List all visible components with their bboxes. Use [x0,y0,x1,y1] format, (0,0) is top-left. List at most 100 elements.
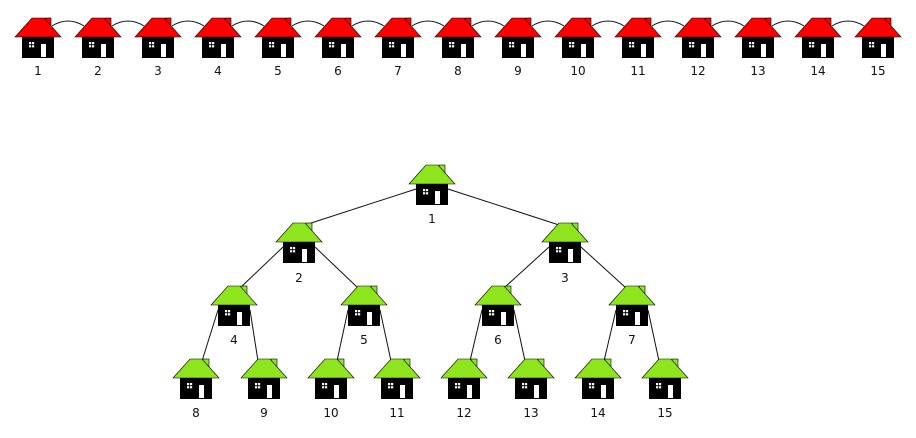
chain-house-icon-8 [434,17,482,58]
chain-edge-13-14 [771,20,805,27]
house-body [283,241,315,263]
house-window [389,42,395,48]
tree-house-icon-14 [574,358,622,399]
chain-node-label-5: 5 [274,64,282,78]
house-roof [254,17,302,38]
house-body [315,377,347,399]
house-body [562,36,594,58]
tree-edge-4-8 [201,309,219,362]
chain-house-icon-13 [734,17,782,58]
house-door [400,385,405,398]
house-door [101,44,106,57]
house-door [461,44,466,57]
tree-house-icon-15 [641,358,689,399]
tree-node-label-15: 15 [657,406,672,420]
house-door [467,385,472,398]
tree-house-icon-9 [240,358,288,399]
tree-edge-3-6 [503,246,550,289]
chain-node-label-9: 9 [514,64,522,78]
house-door [635,312,640,325]
house-roof [614,17,662,38]
house-window [489,310,495,316]
house-window [689,42,695,48]
tree-node-label-13: 13 [523,406,538,420]
house-body [448,377,480,399]
house-body [202,36,234,58]
house-body [348,304,380,326]
house-window [623,310,629,316]
house-door [501,312,506,325]
house-door [601,385,606,398]
house-roof [240,358,288,379]
chain-edge-8-9 [471,20,505,27]
house-roof [194,17,242,38]
house-door [341,44,346,57]
tree-edge-2-5 [314,246,359,289]
tree-edge-5-11 [379,309,392,362]
house-window [556,247,562,253]
house-roof [440,358,488,379]
house-window [255,383,261,389]
house-roof [307,358,355,379]
house-body [142,36,174,58]
tree-house-icon-12 [440,358,488,399]
chain-edge-4-5 [231,20,265,27]
house-roof [554,17,602,38]
house-body [322,36,354,58]
tree-node-label-2: 2 [295,271,303,285]
house-window [809,42,815,48]
house-door [581,44,586,57]
house-window [449,42,455,48]
house-roof [374,17,422,38]
tree-house-icon-7 [608,285,656,326]
house-window [509,42,515,48]
house-window [149,42,155,48]
house-door [641,44,646,57]
house-window [455,383,461,389]
chain-edges [51,20,865,27]
house-body [82,36,114,58]
house-roof [314,17,362,38]
house-body [416,183,448,205]
house-roof [641,358,689,379]
house-roof [275,222,323,243]
house-body [248,377,280,399]
tree-node-label-5: 5 [360,333,368,347]
house-door [521,44,526,57]
chain-edge-7-8 [411,20,445,27]
tree-edge-3-7 [580,246,627,289]
house-body [502,36,534,58]
house-window [355,310,361,316]
house-roof [541,222,589,243]
house-body [802,36,834,58]
house-door [761,44,766,57]
house-window [225,310,231,316]
house-roof [734,17,782,38]
tree-node-label-10: 10 [323,406,338,420]
house-door [568,249,573,262]
tree-edge-5-10 [336,309,349,362]
house-window [388,383,394,389]
house-door [668,385,673,398]
house-roof [494,17,542,38]
tree-edge-7-14 [603,309,617,362]
tree-edge-1-3 [447,188,560,226]
house-roof [574,358,622,379]
tree-edge-6-13 [513,309,526,362]
house-body [382,36,414,58]
chain-house-icon-14 [794,17,842,58]
house-body [616,304,648,326]
house-body [742,36,774,58]
tree-node-label-7: 7 [628,333,636,347]
house-body [622,36,654,58]
tree-house-icon-11 [373,358,421,399]
house-roof [854,17,902,38]
chain-node-label-12: 12 [690,64,705,78]
house-body [262,36,294,58]
chain-node-label-4: 4 [214,64,222,78]
chain-house-icon-7 [374,17,422,58]
house-body [682,36,714,58]
house-body [649,377,681,399]
